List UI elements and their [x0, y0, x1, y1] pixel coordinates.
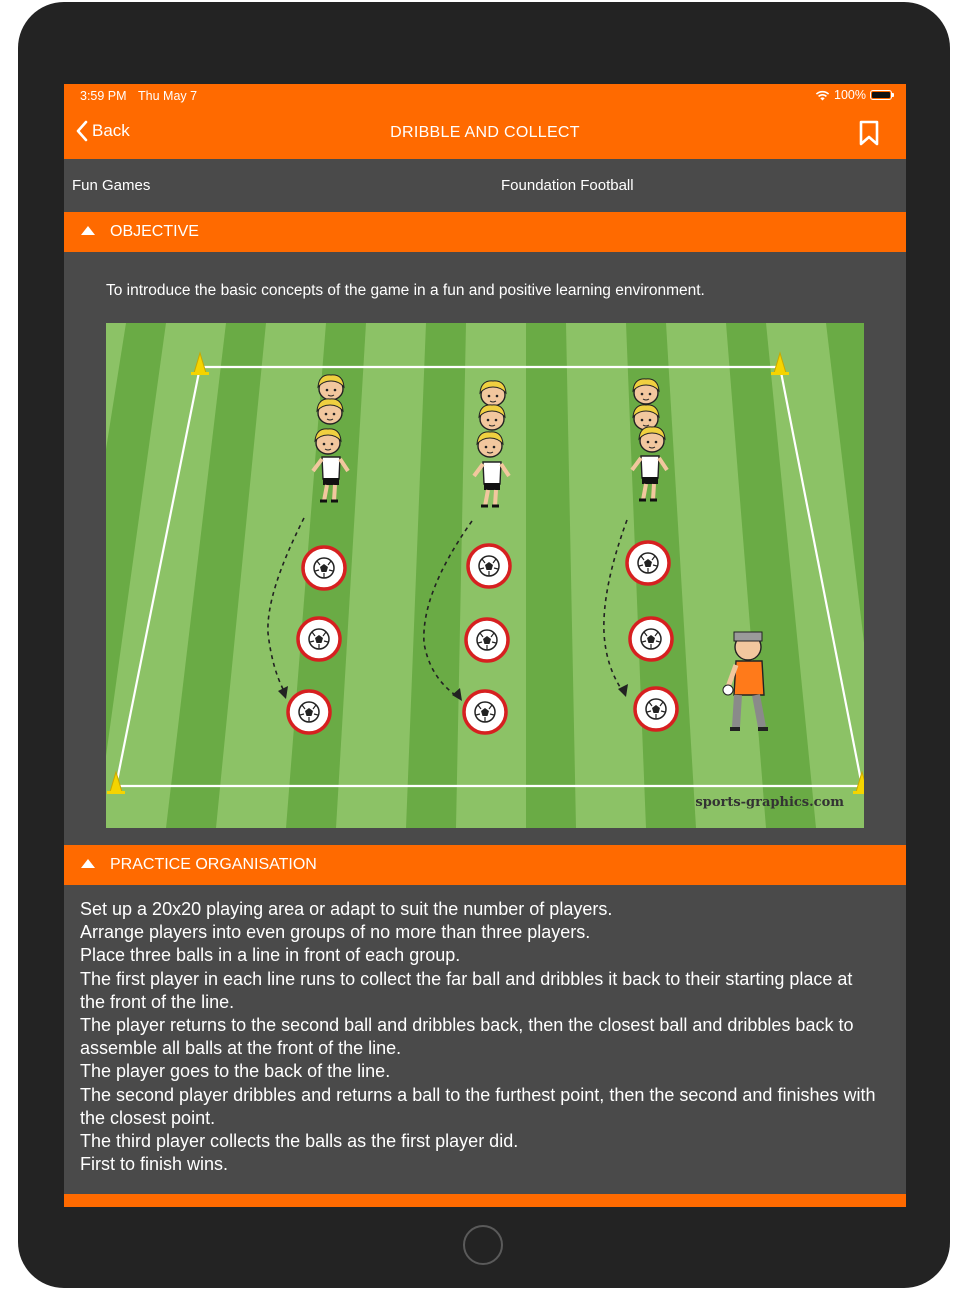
triangle-up-icon — [81, 226, 95, 235]
organisation-line: First to finish wins. — [80, 1154, 229, 1175]
bookmark-button[interactable] — [858, 120, 880, 151]
drill-diagram: sports-graphics.com — [106, 323, 864, 828]
practice-organisation-header[interactable]: PRACTICE ORGANISATION — [64, 845, 906, 885]
organisation-line: Place three balls in a line in front of … — [80, 945, 461, 966]
info-bar: Fun Games Foundation Football — [64, 159, 906, 212]
back-label: Back — [92, 121, 130, 140]
practice-organisation-text: Set up a 20x20 playing area or adapt to … — [80, 898, 880, 1176]
bookmark-icon — [859, 120, 879, 146]
organisation-line: The first player in each line runs to co… — [80, 968, 853, 1012]
program-label: Foundation Football — [501, 177, 634, 194]
navigation-bar: Back DRIBBLE AND COLLECT — [64, 108, 906, 159]
status-time-text: 3:59 PM — [80, 89, 127, 103]
status-bar: 3:59 PM Thu May 7 100% — [64, 84, 906, 108]
wifi-icon — [815, 90, 830, 100]
organisation-line: The player goes to the back of the line. — [80, 1061, 391, 1082]
app-screen: 3:59 PM Thu May 7 100% Back DRIBBLE AND … — [64, 84, 906, 1207]
diagram-watermark: sports-graphics.com — [695, 795, 844, 810]
next-section-header[interactable] — [64, 1194, 906, 1207]
objective-header-label: OBJECTIVE — [110, 223, 199, 240]
organisation-line: The player returns to the second ball an… — [80, 1015, 854, 1059]
category-label: Fun Games — [72, 177, 151, 194]
page-title: DRIBBLE AND COLLECT — [390, 124, 580, 141]
triangle-up-icon — [81, 859, 95, 868]
organisation-line: The second player dribbles and returns a… — [80, 1084, 876, 1128]
organisation-line: The third player collects the balls as t… — [80, 1131, 519, 1152]
objective-header[interactable]: OBJECTIVE — [64, 212, 906, 252]
back-button[interactable]: Back — [76, 120, 130, 142]
organisation-line: Arrange players into even groups of no m… — [80, 922, 591, 943]
status-time: 3:59 PM Thu May 7 — [80, 89, 197, 103]
status-right: 100% — [815, 88, 894, 102]
organisation-line: Set up a 20x20 playing area or adapt to … — [80, 899, 613, 919]
battery-icon — [870, 90, 894, 100]
practice-organisation-header-label: PRACTICE ORGANISATION — [110, 856, 317, 873]
objective-text: To introduce the basic concepts of the g… — [106, 282, 705, 299]
home-button[interactable] — [463, 1225, 503, 1265]
chevron-left-icon — [76, 120, 88, 142]
status-date: Thu May 7 — [138, 89, 198, 103]
battery-percent: 100% — [834, 88, 866, 102]
